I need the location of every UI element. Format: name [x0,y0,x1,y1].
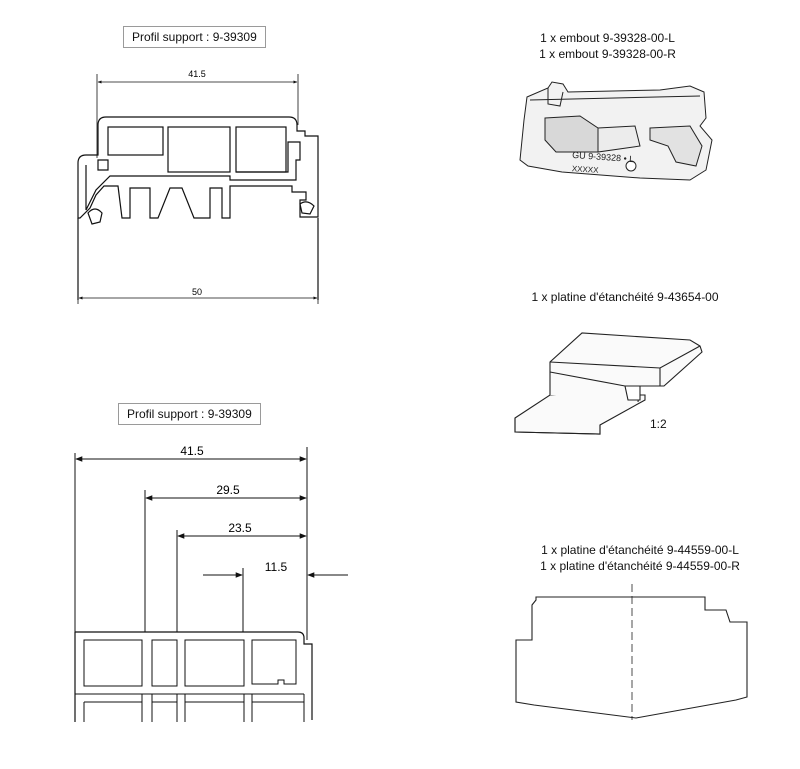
seal-plate-caption: 1 x platine d'étanchéité 9-43654-00 [531,290,719,304]
chamber-b4 [251,639,297,685]
seal-plate-lr-caption-line-2: 1 x platine d'étanchéité 9-44559-00-R [540,559,740,573]
dim-label-29-5: 29.5 [216,483,240,497]
profile-title-top: Profil support : 9-39309 [123,26,266,48]
seal-plate-lr-caption-line-1: 1 x platine d'étanchéité 9-44559-00-L [541,543,739,557]
endcap-part-marking-1: GU 9-39328 • L [572,150,635,164]
profile-title-bottom: Profil support : 9-39309 [118,403,261,425]
dim-label-41-5-top: 41.5 [188,69,206,79]
chamber-3 [235,126,287,173]
chamber-b2 [151,639,178,687]
endcap-caption-line-1: 1 x embout 9-39328-00-L [540,31,675,45]
seal-plate-scale-label: 1:2 [650,417,667,431]
dim-label-11-5: 11.5 [265,560,288,574]
seal-plate-lr-caption: 1 x platine d'étanchéité 9-44559-00-L 1 … [520,542,760,574]
seal-plate-lr-drawing [515,584,748,720]
chamber-b1 [83,639,143,687]
chamber-1 [107,126,164,156]
seal-plate-drawing [514,332,703,435]
dim-label-41-5: 41.5 [180,444,204,458]
endcap-drawing [519,81,713,181]
profile-outline-top [77,116,319,219]
chamber-inner-line [85,141,301,211]
endcap-caption: 1 x embout 9-39328-00-L 1 x embout 9-393… [500,30,715,62]
chamber-2 [167,126,231,173]
dim-label-23-5: 23.5 [228,521,252,535]
endcap-caption-line-2: 1 x embout 9-39328-00-R [539,47,676,61]
chamber-b3 [184,639,245,687]
profile-section-top [77,74,319,304]
endcap-part-marking-2: XXXXX [572,164,600,175]
dim-label-50: 50 [192,287,202,297]
profile-section-bottom [74,447,348,722]
